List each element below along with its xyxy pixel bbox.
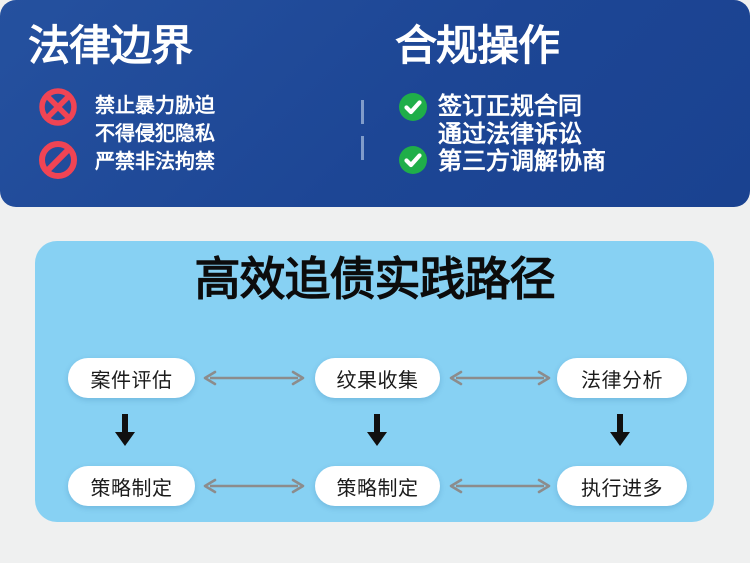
down-arrow-icon [114, 413, 136, 447]
flow-step: 案件评估 [68, 358, 195, 398]
rules-banner: 法律边界 禁止暴力胁迫 不得侵犯隐私 严禁非法拘禁 合规操作 [0, 0, 750, 207]
rule-item: 禁止暴力胁迫 [95, 95, 215, 117]
flow-step: 策略制定 [315, 466, 440, 506]
rule-item: 签订正规合同 [438, 93, 582, 120]
flow-step: 纹果收集 [315, 358, 440, 398]
rule-item: 通过法律诉讼 [438, 121, 582, 148]
flow-panel: 高效追债实践路径 案件评估 纹果收集 法律分析 [35, 241, 714, 522]
down-arrow-icon [366, 413, 388, 447]
flow-step: 策略制定 [68, 466, 195, 506]
prohibit-cross-icon [38, 87, 78, 127]
double-arrow-icon [447, 477, 553, 495]
rule-item: 严禁非法拘禁 [95, 151, 215, 173]
flow-step: 执行进多 [557, 466, 687, 506]
double-arrow-icon [447, 369, 553, 387]
down-arrow-icon [609, 413, 631, 447]
rule-item: 不得侵犯隐私 [95, 123, 215, 145]
flow-title: 高效追债实践路径 [194, 253, 556, 305]
no-entry-icon [38, 140, 78, 180]
compliance-title: 合规操作 [395, 22, 560, 69]
double-arrow-icon [201, 369, 307, 387]
check-icon [399, 146, 427, 174]
double-arrow-icon [201, 477, 307, 495]
legal-boundaries-title: 法律边界 [28, 22, 193, 69]
rule-item: 第三方调解协商 [438, 148, 606, 175]
column-divider [361, 100, 364, 170]
check-icon [399, 93, 427, 121]
flow-step: 法律分析 [557, 358, 687, 398]
